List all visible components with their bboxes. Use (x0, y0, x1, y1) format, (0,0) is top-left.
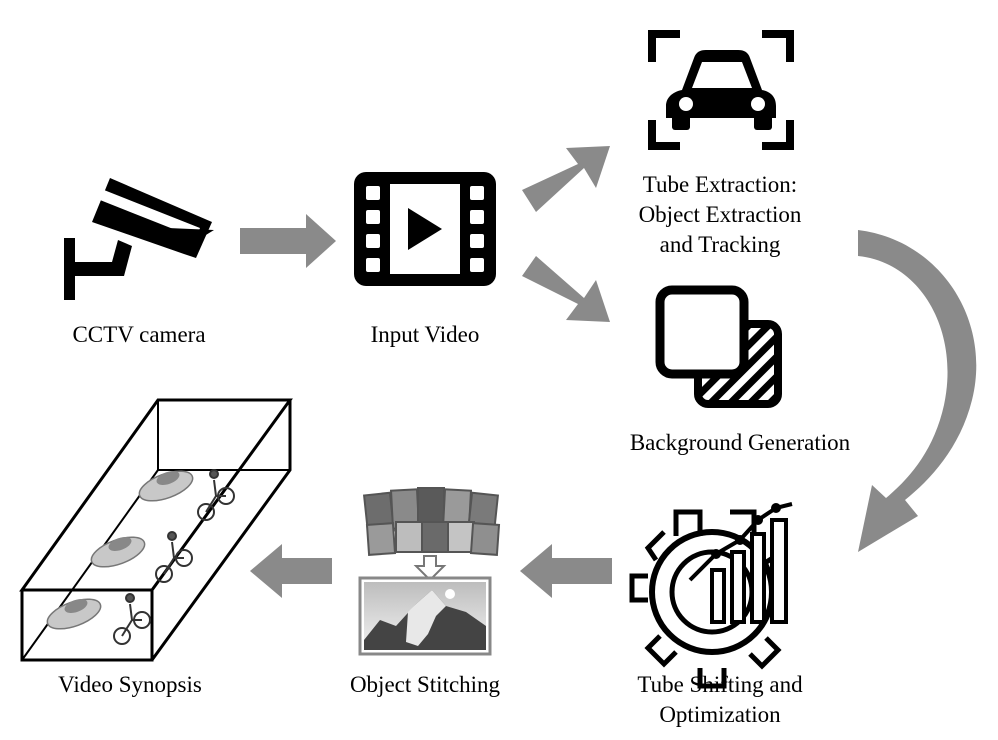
photo-stitching-icon (358, 487, 501, 656)
car-detection-icon (648, 30, 794, 150)
arrow-tube-shifting-to-stitching (520, 544, 612, 598)
label-tube-extraction-line-1: Tube Extraction: (642, 172, 798, 197)
cyclist-thumbnail-3 (113, 593, 151, 645)
label-tube-extraction-line-2: Object Extraction (638, 202, 802, 227)
label-tube-shifting: Tube Shifting and Optimization (600, 670, 840, 730)
gear-chart-icon (629, 502, 793, 689)
label-background-generation: Background Generation (629, 430, 851, 455)
video-volume-icon (19, 398, 293, 662)
label-cctv-camera: CCTV camera (72, 322, 206, 347)
cctv-camera-icon (64, 178, 214, 300)
arrow-cctv-to-video (240, 214, 336, 268)
label-input-video: Input Video (370, 322, 480, 347)
cyclist-thumbnail-2 (155, 531, 193, 583)
car-thumbnail-3 (46, 598, 102, 630)
car-thumbnail-1 (138, 470, 194, 502)
label-tube-shifting-line-1: Tube Shifting and (637, 672, 803, 697)
arrow-stitching-to-synopsis (250, 544, 332, 598)
cyclist-thumbnail-1 (197, 469, 235, 521)
car-thumbnail-2 (90, 536, 146, 568)
background-layers-icon (655, 285, 782, 408)
label-tube-extraction: Tube Extraction: Object Extraction and T… (600, 170, 840, 260)
label-video-synopsis: Video Synopsis (58, 672, 202, 697)
arrow-video-to-tube-extraction (522, 146, 610, 212)
arrow-curved-to-tube-shifting (858, 230, 977, 552)
label-tube-shifting-line-2: Optimization (659, 702, 781, 727)
video-film-icon (354, 172, 496, 286)
label-object-stitching: Object Stitching (349, 672, 501, 697)
label-tube-extraction-line-3: and Tracking (659, 232, 781, 257)
arrow-video-to-background (522, 256, 610, 322)
